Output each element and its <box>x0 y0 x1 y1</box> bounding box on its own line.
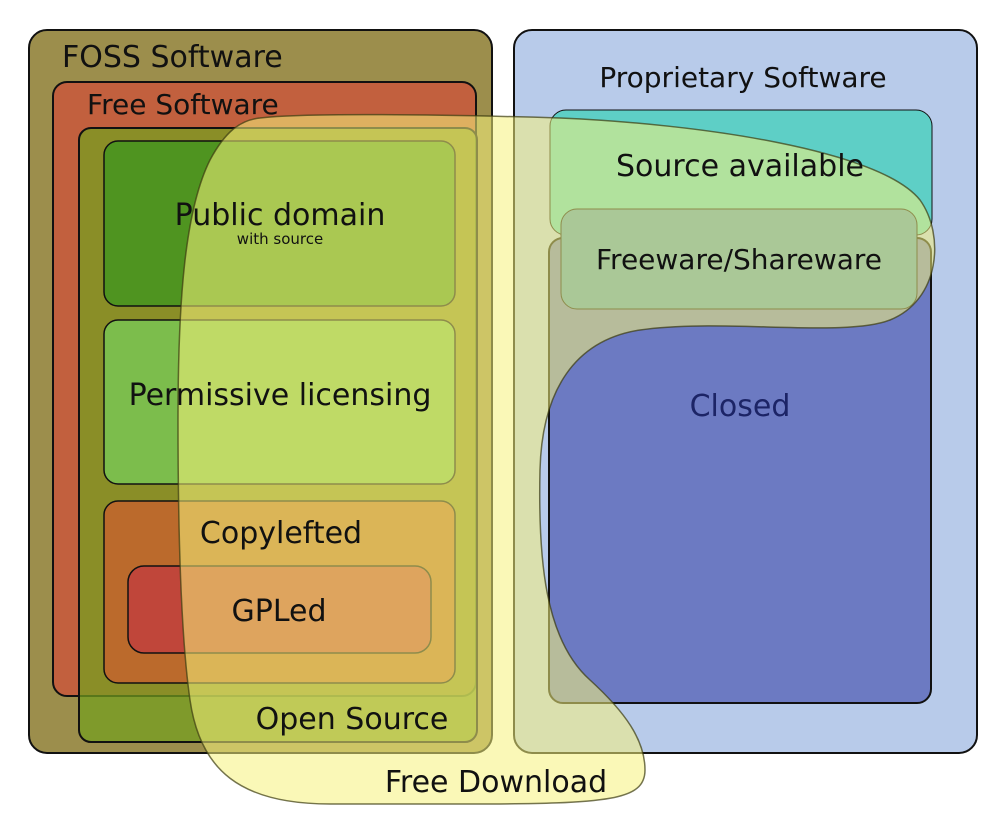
public-domain-sublabel: with source <box>237 230 323 248</box>
public-domain-label: Public domain <box>175 198 386 233</box>
free-download-label: Free Download <box>385 765 607 800</box>
free-software-label: Free Software <box>87 88 279 121</box>
free-download-region <box>177 113 936 805</box>
freeware-shareware-label: Freeware/Shareware <box>596 243 882 276</box>
gpled-label: GPLed <box>231 594 326 629</box>
copylefted-label: Copylefted <box>200 516 362 551</box>
closed-label: Closed <box>690 389 791 424</box>
foss-software-label: FOSS Software <box>62 40 283 75</box>
permissive-licensing-label: Permissive licensing <box>129 378 432 413</box>
proprietary-software-label: Proprietary Software <box>599 61 886 94</box>
open-source-label: Open Source <box>256 702 449 737</box>
source-available-label: Source available <box>616 149 864 184</box>
